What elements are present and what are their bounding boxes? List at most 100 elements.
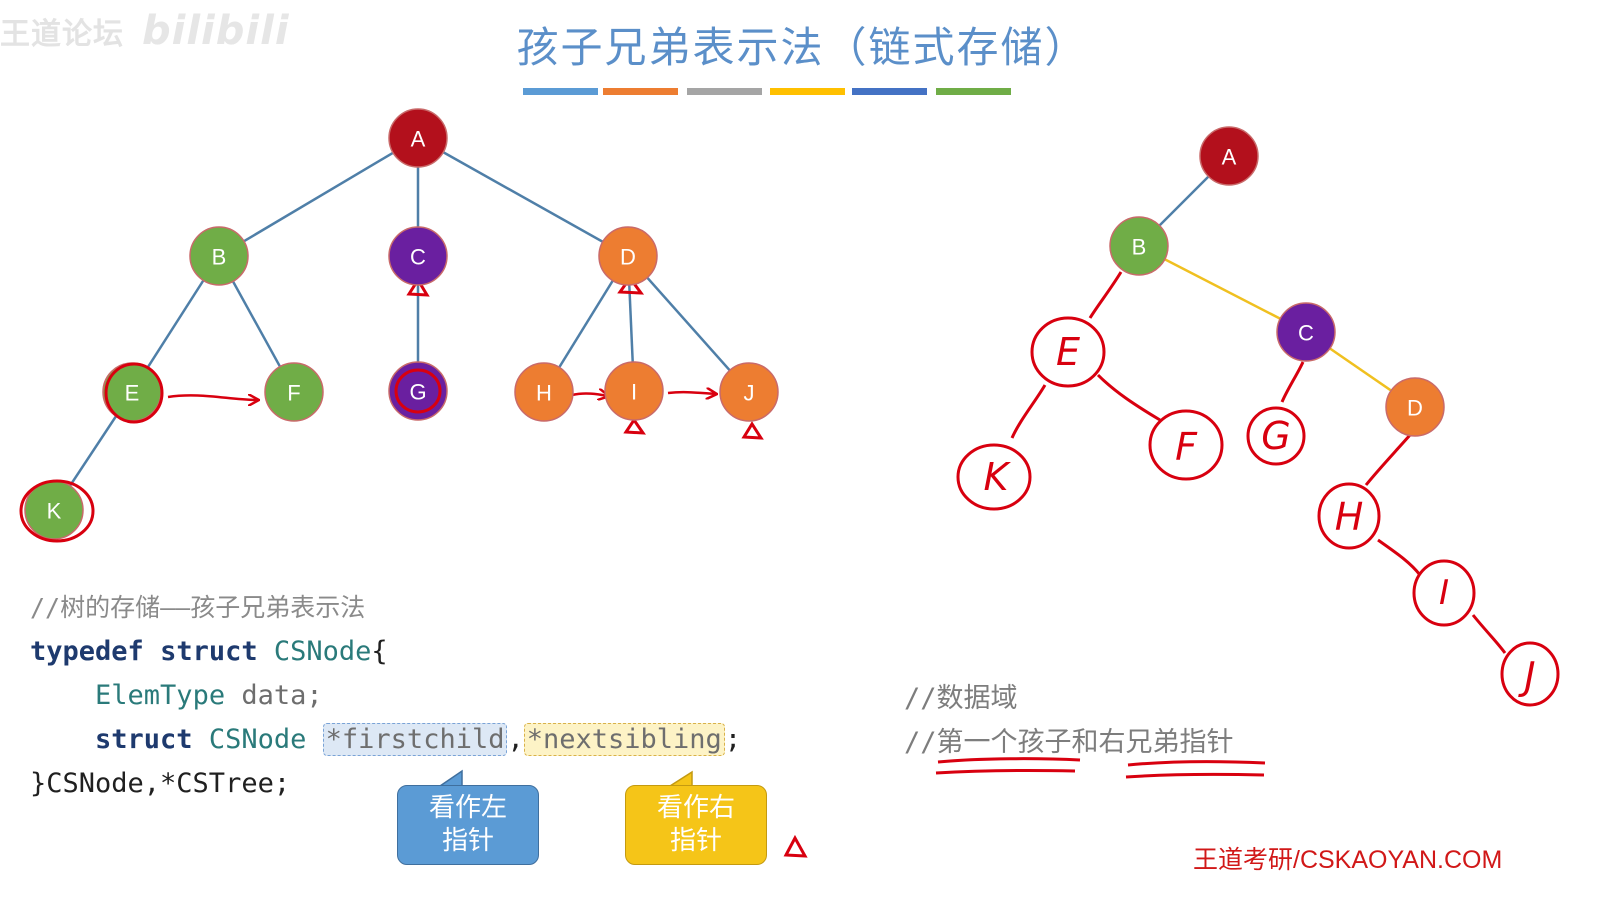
underline-sibling-2	[1125, 772, 1265, 779]
arrow-e-f	[167, 395, 258, 400]
watermark-forum: 王道论坛	[0, 17, 124, 52]
field-nextsibling: *nextsibling	[523, 723, 725, 756]
code-line-typedef: typedef struct CSNode{	[30, 630, 741, 674]
semicolon: ;	[724, 724, 742, 755]
left-node-circle-a	[388, 108, 448, 168]
left-node-label-f: F	[287, 381, 300, 406]
arrow-i-j	[667, 392, 716, 394]
left-edge-a-d	[417, 136, 629, 258]
watermark: 王道论坛 bilibili	[0, 8, 290, 54]
left-node-circle-i	[604, 361, 664, 421]
left-node-label-h: H	[536, 381, 552, 406]
edge-e-k	[1010, 384, 1047, 439]
edge-c-g	[1280, 361, 1305, 403]
color-bar-3	[687, 88, 762, 95]
field-data: data;	[241, 680, 323, 711]
hw-label-g: G	[1261, 414, 1290, 458]
code-block: //树的存储——孩子兄弟表示法 typedef struct CSNode{ El…	[30, 586, 741, 806]
left-node-c: C	[388, 226, 448, 286]
color-bar-1	[523, 88, 598, 95]
hw-circle-g	[1246, 406, 1306, 466]
color-bar-4	[770, 88, 845, 95]
left-node-f: F	[264, 362, 324, 422]
type-elemtype: ElemType	[95, 680, 226, 711]
callout-right-line2: 指针	[669, 826, 722, 856]
underline-first-child-1	[937, 757, 1081, 764]
closing-line: }CSNode,*CSTree;	[30, 768, 291, 799]
right-node-label-a: A	[1222, 145, 1237, 170]
left-node-circle-b	[189, 226, 249, 286]
hw-label-j: J	[1517, 654, 1535, 698]
hw-label-f: F	[1175, 425, 1198, 469]
null-mark-i	[623, 417, 646, 435]
edge-b-e	[1088, 271, 1123, 319]
open-brace: {	[371, 636, 388, 667]
left-tree-edges	[52, 136, 750, 511]
null-mark-callout	[783, 834, 808, 858]
left-node-a: A	[388, 108, 448, 168]
color-bar-5	[852, 88, 927, 95]
comment-underlines	[935, 757, 1266, 779]
edge-h-i	[1377, 538, 1422, 576]
right-node-c: C	[1276, 302, 1336, 362]
code-comment: //树的存储——孩子兄弟表示法	[30, 593, 366, 622]
code-comment-line: //树的存储——孩子兄弟表示法	[30, 586, 741, 630]
keyword-struct-2: struct	[95, 724, 193, 755]
hw-label-i: I	[1439, 573, 1449, 613]
callout-left-line2: 指针	[441, 826, 494, 856]
comma: ,	[507, 724, 524, 755]
color-bar-2	[603, 88, 678, 95]
callout-right-line1: 看作右	[656, 793, 735, 823]
edge-d-h	[1364, 434, 1412, 486]
null-marks	[406, 275, 808, 858]
hw-circle-h	[1317, 482, 1381, 550]
red-highlight-circles	[19, 362, 442, 543]
edge-b-c	[1138, 244, 1307, 334]
left-node-circle-f	[264, 362, 324, 422]
right-node-circle-b	[1109, 216, 1169, 276]
underline-sibling-1	[1127, 760, 1266, 767]
keyword-struct: struct	[160, 636, 258, 667]
right-node-label-d: D	[1407, 396, 1423, 421]
right-node-label-b: B	[1132, 235, 1147, 260]
slide-title: 孩子兄弟表示法（链式存储）	[516, 23, 1089, 72]
comment-data-field: //数据域	[904, 683, 1018, 714]
left-node-circle-h	[514, 362, 574, 422]
callout-left-pointer: 看作左 指针	[397, 785, 539, 865]
left-edge-a-b	[218, 136, 419, 258]
highlight-g	[394, 368, 442, 414]
right-node-a: A	[1199, 126, 1259, 186]
null-mark-j	[741, 421, 764, 440]
type-csnode-2: CSNode	[208, 724, 307, 755]
left-node-h: H	[514, 362, 574, 422]
left-node-j: J	[719, 362, 779, 422]
hw-label-k: K	[984, 455, 1012, 499]
code-line-closing: }CSNode,*CSTree;	[30, 762, 741, 806]
left-node-label-i: I	[631, 380, 637, 405]
left-node-circle-d	[598, 226, 658, 286]
hw-circle-k	[956, 443, 1032, 511]
left-node-k: K	[24, 480, 84, 540]
bilibili-logo: bilibili	[142, 8, 290, 54]
handwritten-nodes	[956, 316, 1560, 707]
left-node-label-c: C	[410, 245, 426, 270]
field-firstchild: *firstchild	[322, 723, 508, 756]
code-line-data: ElemType data;	[30, 674, 741, 718]
left-node-label-k: K	[47, 499, 62, 524]
left-node-label-j: J	[744, 381, 755, 406]
left-node-label-b: B	[212, 245, 227, 270]
left-node-circle-j	[719, 362, 779, 422]
left-node-i: I	[604, 361, 664, 421]
right-node-circle-d	[1385, 377, 1445, 437]
left-node-label-d: D	[620, 245, 636, 270]
right-node-label-c: C	[1298, 321, 1314, 346]
comment-pointers: //第一个孩子和右兄弟指针	[904, 727, 1234, 758]
left-node-d: D	[598, 226, 658, 286]
right-node-circle-a	[1199, 126, 1259, 186]
callout-left-line1: 看作左	[428, 793, 507, 823]
left-node-label-g: G	[409, 380, 426, 405]
hw-circle-e	[1030, 316, 1106, 388]
hw-circle-i	[1412, 559, 1476, 627]
